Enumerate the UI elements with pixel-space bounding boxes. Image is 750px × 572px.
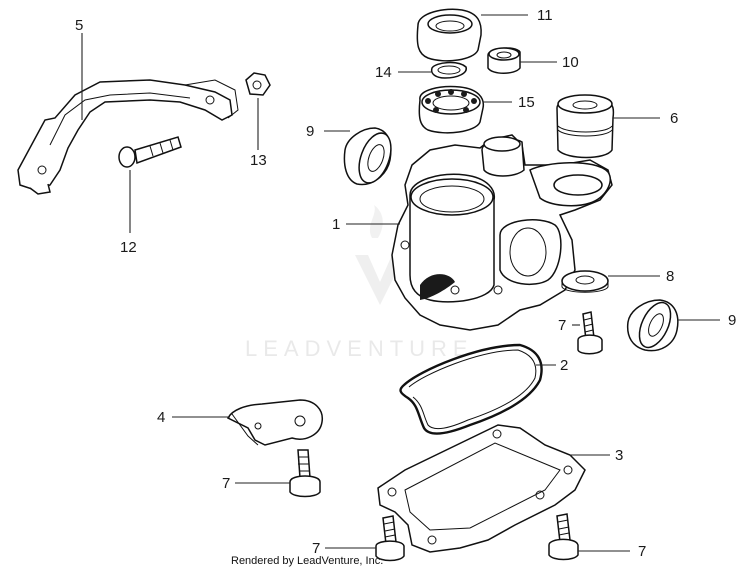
part-7-bolt-upper (577, 311, 603, 355)
callout-7-upper: 7 (558, 317, 566, 334)
callout-7-bottom-left: 7 (312, 540, 320, 557)
watermark-text: LEADVENTURE (245, 336, 474, 361)
callout-7-left: 7 (222, 475, 230, 492)
part-9-seal-lower (626, 299, 679, 352)
render-credit: Rendered by LeadVenture, Inc. (231, 555, 384, 567)
callout-7-bottom-right: 7 (638, 543, 646, 560)
callout-14: 14 (375, 64, 392, 81)
part-11-seal (416, 8, 482, 62)
leader-lines (81, 14, 720, 552)
part-13-nut (245, 72, 271, 96)
callout-8: 8 (666, 268, 674, 285)
callout-9-upper: 9 (306, 123, 314, 140)
callout-3: 3 (615, 447, 623, 464)
part-14-circlip (430, 61, 467, 79)
callout-6: 6 (670, 110, 678, 127)
callout-5: 5 (75, 17, 83, 34)
part-1-housing (391, 134, 613, 331)
part-10-collar (487, 47, 521, 74)
part-8-washer (561, 270, 609, 293)
callout-13: 13 (250, 152, 267, 169)
part-7-bolt-left (289, 449, 321, 498)
callout-2: 2 (560, 357, 568, 374)
part-6-bushing (556, 94, 615, 159)
part-3-cover-plate (377, 424, 586, 553)
part-7-bolt-bottom-right (548, 513, 579, 561)
watermark-logo: LEADVENTURE (245, 205, 474, 361)
part-15-bearing (418, 85, 485, 134)
callout-9-lower: 9 (728, 312, 736, 329)
callout-11: 11 (537, 7, 553, 24)
part-9-seal-upper (343, 127, 392, 186)
part-7-bolt-bottom-left (375, 515, 405, 562)
part-5-lever (17, 79, 239, 195)
callout-12: 12 (120, 239, 137, 256)
callout-1: 1 (332, 216, 340, 233)
part-2-gasket (399, 343, 543, 435)
callout-labels: 5 13 12 11 10 14 15 6 9 1 8 9 7 2 4 3 7 … (75, 7, 736, 560)
callout-10: 10 (562, 54, 579, 71)
part-12-bolt (118, 136, 182, 168)
part-4-bracket (226, 399, 323, 446)
callout-15: 15 (518, 94, 535, 111)
callout-4: 4 (157, 409, 165, 426)
